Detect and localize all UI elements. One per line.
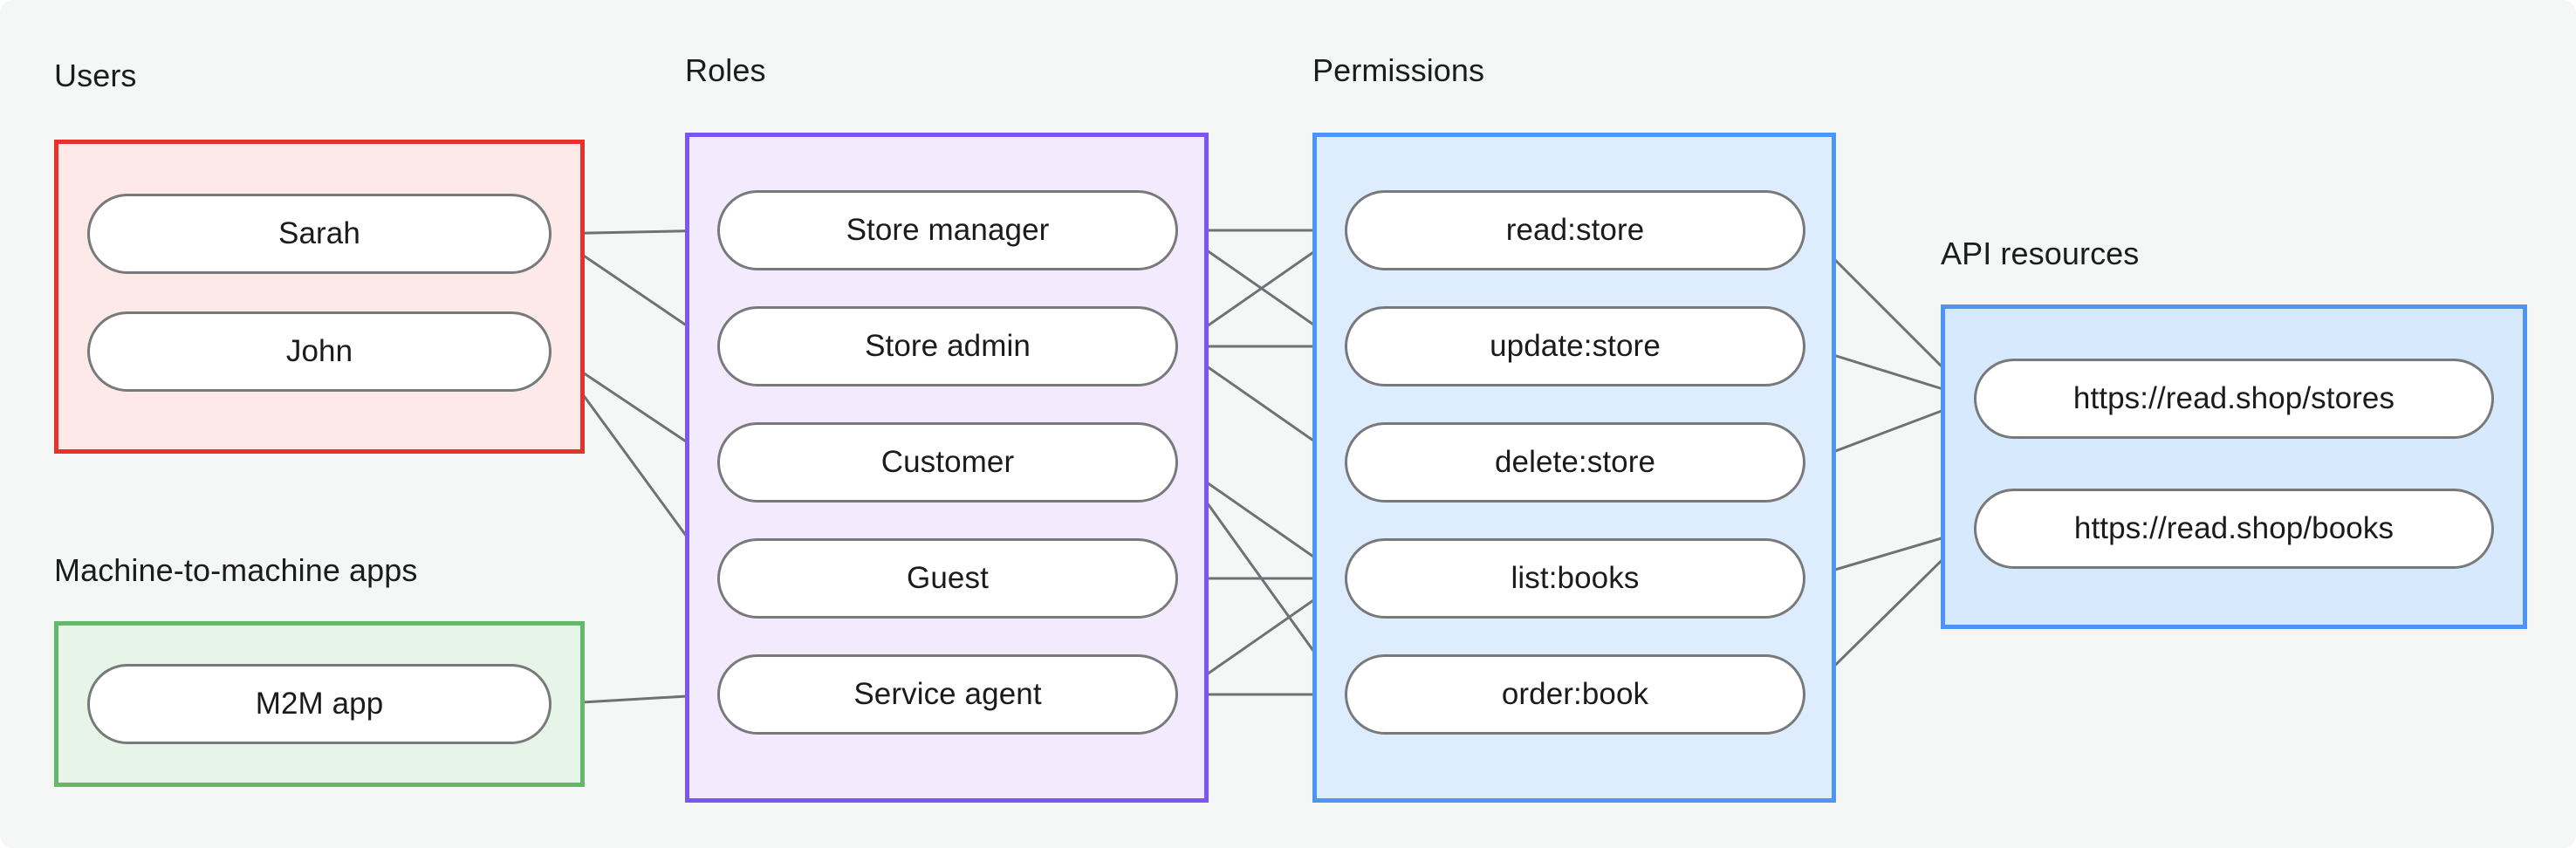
node-label: Guest (907, 561, 989, 595)
node-label: order:book (1501, 677, 1649, 711)
node-label: Sarah (278, 216, 360, 250)
node-label: Store admin (865, 329, 1031, 363)
node-update-store[interactable]: update:store (1345, 306, 1805, 386)
group-api-resources (1941, 304, 2527, 629)
node-label: update:store (1490, 329, 1661, 363)
node-label: John (285, 334, 353, 368)
node-delete-store[interactable]: delete:store (1345, 422, 1805, 503)
node-label: Store manager (846, 213, 1050, 247)
node-store-admin[interactable]: Store admin (717, 306, 1178, 386)
group-label-api: API resources (1941, 236, 2140, 271)
node-guest[interactable]: Guest (717, 538, 1178, 619)
node-api-stores[interactable]: https://read.shop/stores (1974, 359, 2494, 439)
node-order-book[interactable]: order:book (1345, 654, 1805, 735)
node-label: Customer (880, 445, 1015, 479)
group-label-permissions: Permissions (1312, 52, 1485, 88)
node-store-manager[interactable]: Store manager (717, 190, 1178, 270)
node-label: list:books (1511, 561, 1640, 595)
node-label: M2M app (255, 687, 384, 721)
node-label: Service agent (853, 677, 1042, 711)
node-sarah[interactable]: Sarah (87, 194, 552, 274)
group-label-users: Users (54, 58, 137, 93)
group-label-roles: Roles (685, 52, 766, 88)
node-label: https://read.shop/books (2073, 511, 2394, 545)
group-label-m2m: Machine-to-machine apps (54, 552, 418, 588)
node-customer[interactable]: Customer (717, 422, 1178, 503)
node-john[interactable]: John (87, 311, 552, 392)
node-label: read:store (1505, 213, 1645, 247)
node-label: delete:store (1494, 445, 1656, 479)
node-service-agent[interactable]: Service agent (717, 654, 1178, 735)
group-users (54, 140, 585, 454)
node-api-books[interactable]: https://read.shop/books (1974, 489, 2494, 569)
node-read-store[interactable]: read:store (1345, 190, 1805, 270)
node-label: https://read.shop/stores (2072, 381, 2395, 415)
node-m2m-app[interactable]: M2M app (87, 664, 552, 744)
node-list-books[interactable]: list:books (1345, 538, 1805, 619)
